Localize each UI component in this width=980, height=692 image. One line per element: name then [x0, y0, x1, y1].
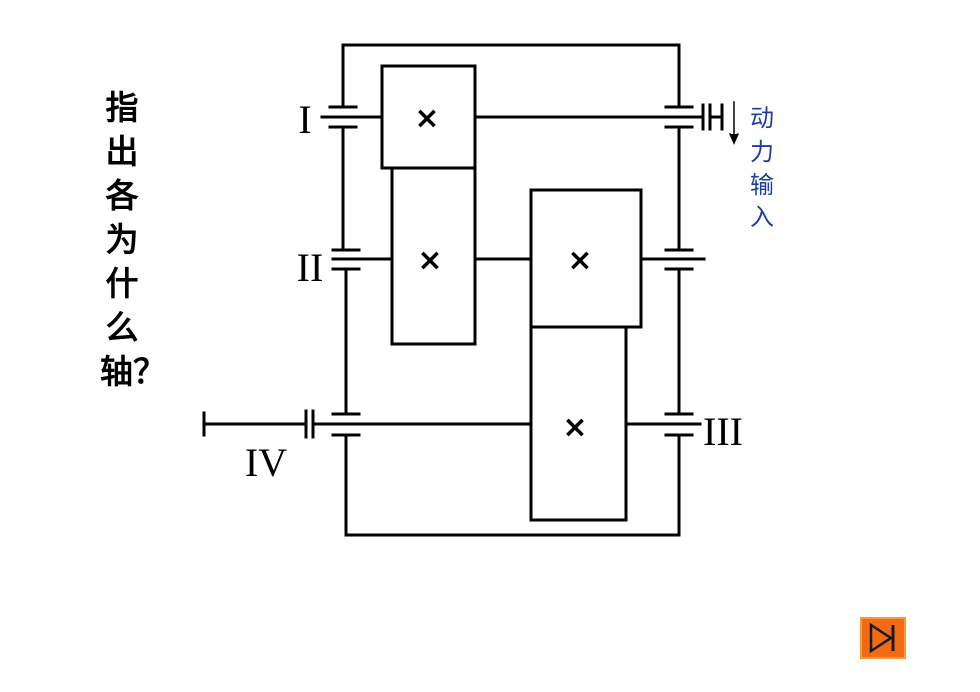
power-input-arrow	[729, 101, 739, 145]
power-input-char-3: 输	[750, 171, 774, 199]
gear-2-mark: ×	[417, 243, 442, 278]
axis-label-ii: II	[297, 245, 324, 290]
bearings	[328, 105, 694, 437]
power-input-char-4: 入	[750, 203, 774, 231]
play-to-end-icon	[869, 622, 895, 654]
axis-label-iv: IV	[245, 440, 287, 485]
gear-1-mark: ×	[414, 101, 439, 136]
axis-label-i: I	[298, 97, 311, 142]
gears	[380, 64, 643, 522]
shaft-i	[320, 103, 724, 131]
power-input-char-1: 动	[750, 104, 774, 132]
gear-2	[390, 166, 477, 346]
gear-4-mark: ×	[562, 410, 587, 445]
gear-3-mark: ×	[567, 243, 592, 278]
axis-label-iii: III	[703, 409, 743, 454]
next-slide-button[interactable]	[860, 617, 906, 659]
shaft-iv	[202, 409, 532, 439]
power-input-char-2: 力	[750, 138, 774, 166]
gear-4	[529, 325, 628, 522]
housing-frame	[341, 43, 681, 537]
power-input-label: 动 力 输 入	[750, 104, 774, 231]
